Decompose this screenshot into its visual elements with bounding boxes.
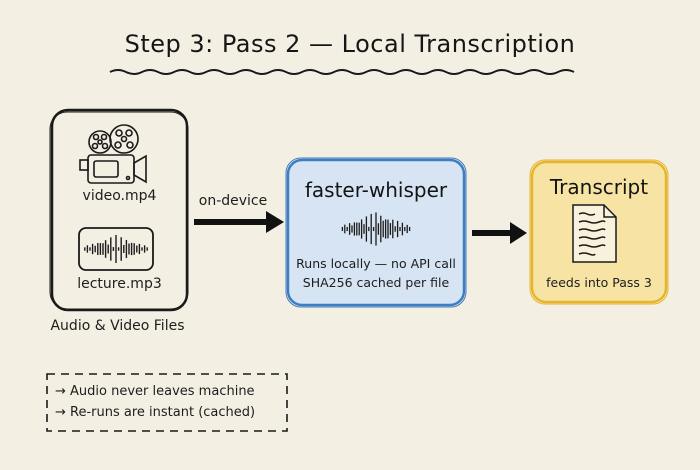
title-underline xyxy=(109,69,575,75)
processor-line-1: Runs locally — no API call xyxy=(296,256,456,271)
audio-waveform-icon xyxy=(84,235,148,263)
file-name-video: video.mp4 xyxy=(82,188,157,204)
source-group-label: Audio & Video Files xyxy=(50,318,185,334)
document-icon xyxy=(572,204,617,263)
note-item: → Audio never leaves machine xyxy=(55,384,255,399)
note-item: → Re-runs are instant (cached) xyxy=(55,405,256,420)
diagram-title: Step 3: Pass 2 — Local Transcription xyxy=(124,30,576,58)
file-name-audio: lecture.mp3 xyxy=(77,276,162,292)
notes-box xyxy=(46,373,288,432)
film-camera-icon xyxy=(79,124,147,184)
output-title: Transcript xyxy=(549,175,649,199)
source-files-box xyxy=(50,108,189,312)
notes-list: → Audio never leaves machine → Re-runs a… xyxy=(55,381,255,423)
arrow-label: on-device xyxy=(198,193,268,209)
processor-line-2: SHA256 cached per file xyxy=(302,275,450,290)
processor-title: faster-whisper xyxy=(304,178,448,202)
sound-wave-icon xyxy=(341,212,411,246)
output-caption: feeds into Pass 3 xyxy=(546,275,652,290)
audio-file-tile xyxy=(78,227,154,271)
